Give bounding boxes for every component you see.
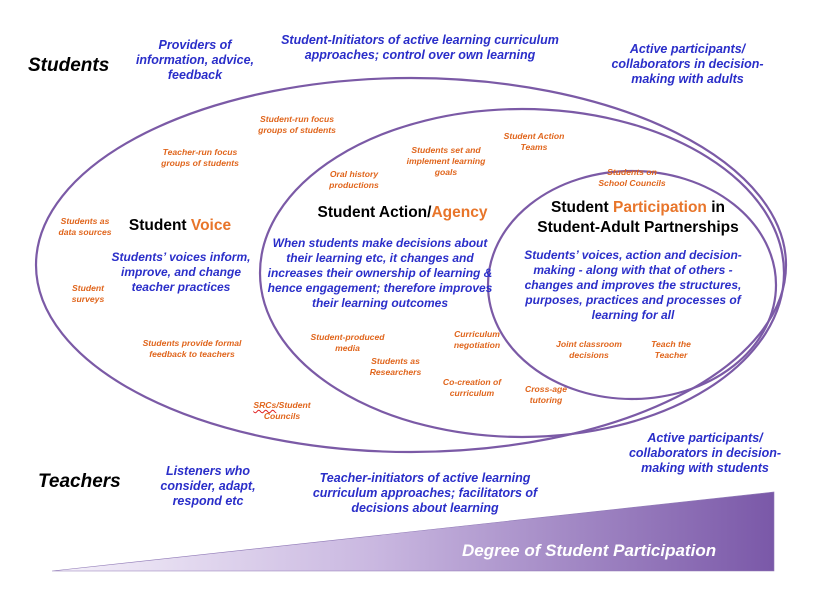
- participation-axis-label: Degree of Student Participation: [462, 541, 717, 560]
- example-teach-the-teacher: Teach the Teacher: [651, 339, 691, 360]
- partnership-description: Students’ voices, action and decision-ma…: [524, 248, 742, 322]
- partnership-ellipse: [486, 169, 778, 401]
- partnership-title: Student Participation in Student-Adult P…: [537, 199, 739, 236]
- example-student-produced-media: Student-produced media: [310, 332, 385, 353]
- example-students-as-researchers: Students as Researchers: [369, 356, 422, 377]
- voice-ellipse: [34, 76, 788, 454]
- example-student-action-teams: Student Action Teams: [503, 131, 565, 152]
- bottom-agency-role: Teacher-initiators of active learning cu…: [312, 471, 538, 515]
- example-set-learning-goals: Students set and implement learning goal…: [406, 145, 486, 177]
- agency-title: Student Action/Agency: [317, 204, 488, 221]
- agency-description: When students make decisions about their…: [267, 236, 493, 310]
- teachers-row-label: Teachers: [38, 471, 121, 492]
- example-srcs-student-councils: SRCs/Student Councils: [253, 400, 311, 421]
- example-co-creation-curriculum: Co-creation of curriculum: [442, 377, 502, 398]
- example-joint-classroom-decisions: Joint classroom decisions: [556, 339, 622, 360]
- example-student-surveys: Student surveys: [71, 283, 105, 304]
- example-formal-feedback: Students provide formal feedback to teac…: [142, 338, 242, 359]
- participation-wedge: [51, 491, 775, 572]
- example-student-run-focus-groups: Student-run focus groups of students: [258, 114, 336, 135]
- bottom-voice-role: Listeners who consider, adapt, respond e…: [160, 464, 256, 508]
- example-oral-history: Oral history productions: [329, 169, 379, 190]
- example-cross-age-tutoring: Cross-age tutoring: [524, 384, 568, 405]
- example-curriculum-negotiation: Curriculum negotiation: [453, 329, 501, 350]
- top-partnership-role: Active participants/ collaborators in de…: [611, 42, 764, 86]
- example-students-as-data-sources: Students as data sources: [58, 216, 112, 237]
- bottom-partnership-role: Active participants/ collaborators in de…: [628, 431, 782, 475]
- top-voice-role: Providers of information, advice, feedba…: [135, 38, 255, 82]
- students-row-label: Students: [28, 55, 110, 76]
- top-agency-role: Student-Initiators of active learning cu…: [281, 33, 559, 62]
- voice-title: Student Voice: [128, 217, 232, 234]
- example-teacher-run-focus-groups: Teacher-run focus groups of students: [161, 147, 239, 168]
- agency-ellipse: [258, 107, 786, 439]
- example-school-councils: Students on School Councils: [598, 167, 666, 188]
- voice-description: Students’ voices inform, improve, and ch…: [111, 250, 251, 294]
